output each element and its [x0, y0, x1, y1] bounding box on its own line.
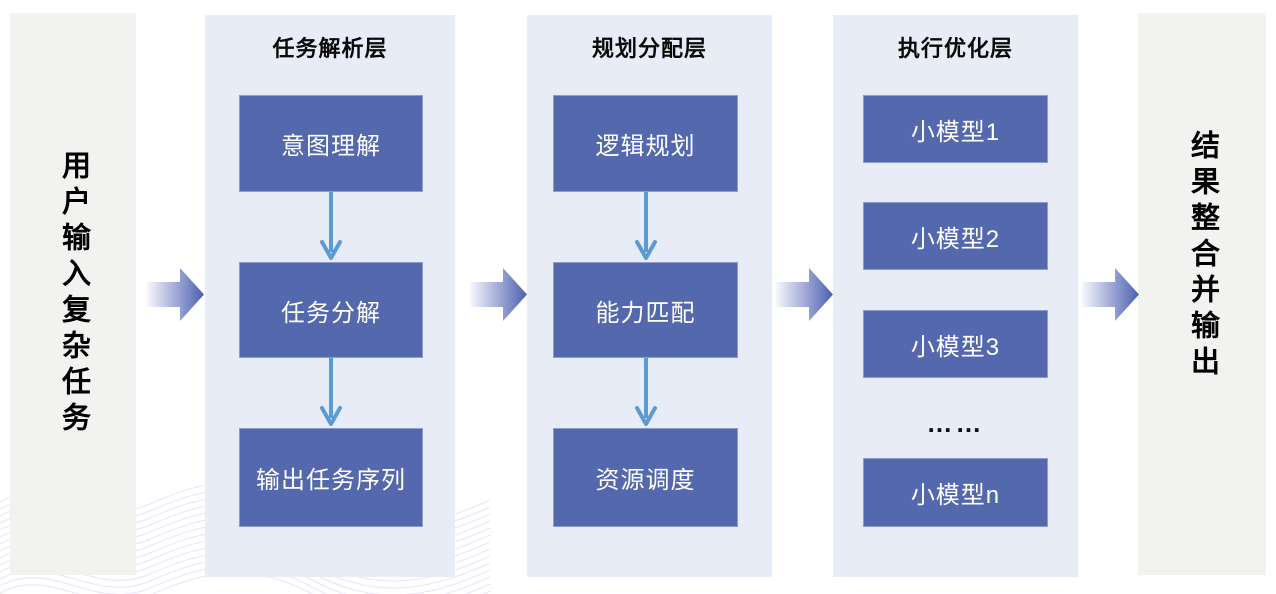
node-intent-understanding: 意图理解: [239, 95, 423, 192]
node-small-model-n: 小模型n: [863, 458, 1048, 527]
input-label: 用户输入复杂任务: [57, 150, 90, 438]
flow-arrow-right-icon: [470, 268, 527, 321]
arrow-down-icon: [635, 192, 657, 260]
arrow-down-icon: [635, 358, 657, 426]
output-panel: 结果整合并输出: [1138, 13, 1266, 575]
node-task-decomposition: 任务分解: [239, 262, 423, 358]
node-resource-scheduling: 资源调度: [553, 428, 738, 527]
layer-title: 执行优化层: [897, 36, 1013, 61]
layer-title: 规划分配层: [591, 36, 707, 61]
flow-arrow-right-icon: [147, 268, 204, 321]
layer-task-parsing: 任务解析层 意图理解 任务分解 输出任务序列: [205, 15, 455, 577]
layer-planning-allocation: 规划分配层 逻辑规划 能力匹配 资源调度: [527, 15, 772, 577]
flow-arrow-right-icon: [776, 268, 833, 321]
layer-execution-optimization: 执行优化层 小模型1 小模型2 小模型3 …… 小模型n: [833, 15, 1078, 577]
input-panel: 用户输入复杂任务: [10, 13, 136, 575]
ellipsis-label: ……: [926, 407, 985, 438]
node-small-model-3: 小模型3: [863, 310, 1048, 378]
node-output-task-sequence: 输出任务序列: [239, 428, 423, 527]
node-small-model-1: 小模型1: [863, 95, 1048, 163]
arrow-down-icon: [320, 358, 342, 426]
node-capability-matching: 能力匹配: [553, 262, 738, 358]
node-logic-planning: 逻辑规划: [553, 95, 738, 192]
layer-title: 任务解析层: [272, 36, 388, 61]
node-small-model-2: 小模型2: [863, 202, 1048, 270]
arrow-down-icon: [320, 192, 342, 260]
output-label: 结果整合并输出: [1186, 130, 1219, 382]
flow-arrow-right-icon: [1082, 268, 1139, 321]
